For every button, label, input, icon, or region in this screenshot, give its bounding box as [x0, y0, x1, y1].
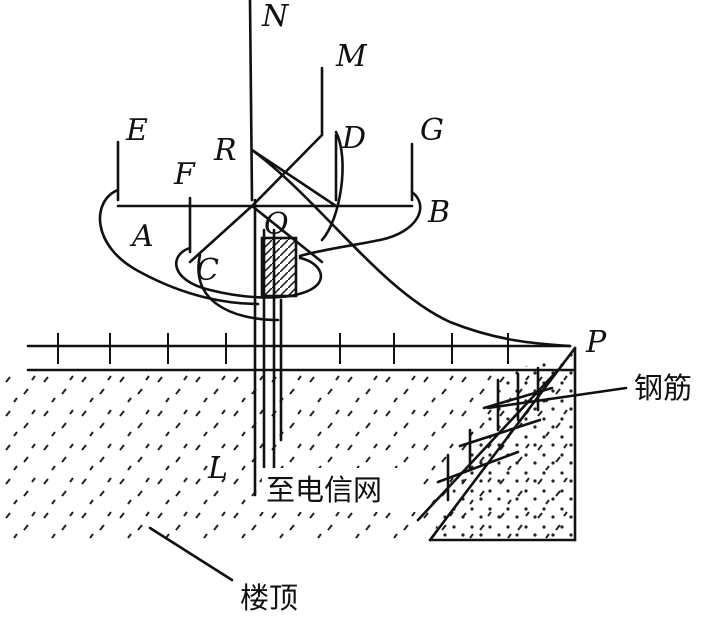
ground-wire-RP	[250, 148, 572, 348]
rebar-pointer	[486, 386, 628, 410]
caption-telecom: 至电信网	[266, 473, 382, 507]
cross-elements	[188, 133, 338, 264]
label-R: R	[213, 133, 237, 168]
label-D: D	[341, 121, 366, 156]
telecom-caption-bg	[262, 468, 420, 512]
label-F: F	[173, 157, 196, 192]
rebar-cage	[436, 366, 554, 502]
building-wall	[416, 346, 577, 542]
label-E: E	[125, 113, 148, 148]
roof-surface	[26, 333, 577, 372]
label-M: M	[335, 39, 368, 74]
caption-roof: 楼顶	[240, 581, 298, 615]
caption-rebar: 钢筋	[634, 371, 692, 405]
label-L: L	[207, 451, 228, 486]
label-A: A	[129, 219, 154, 254]
junction-box	[260, 236, 298, 298]
label-C: C	[196, 253, 219, 288]
loop-wires	[98, 130, 422, 322]
roof-pointer	[148, 526, 234, 582]
label-P: P	[585, 325, 607, 360]
roof-ticks	[57, 333, 509, 364]
label-B: B	[427, 195, 450, 230]
label-G: G	[420, 113, 444, 148]
label-N: N	[261, 0, 290, 34]
label-O: O	[264, 207, 289, 242]
